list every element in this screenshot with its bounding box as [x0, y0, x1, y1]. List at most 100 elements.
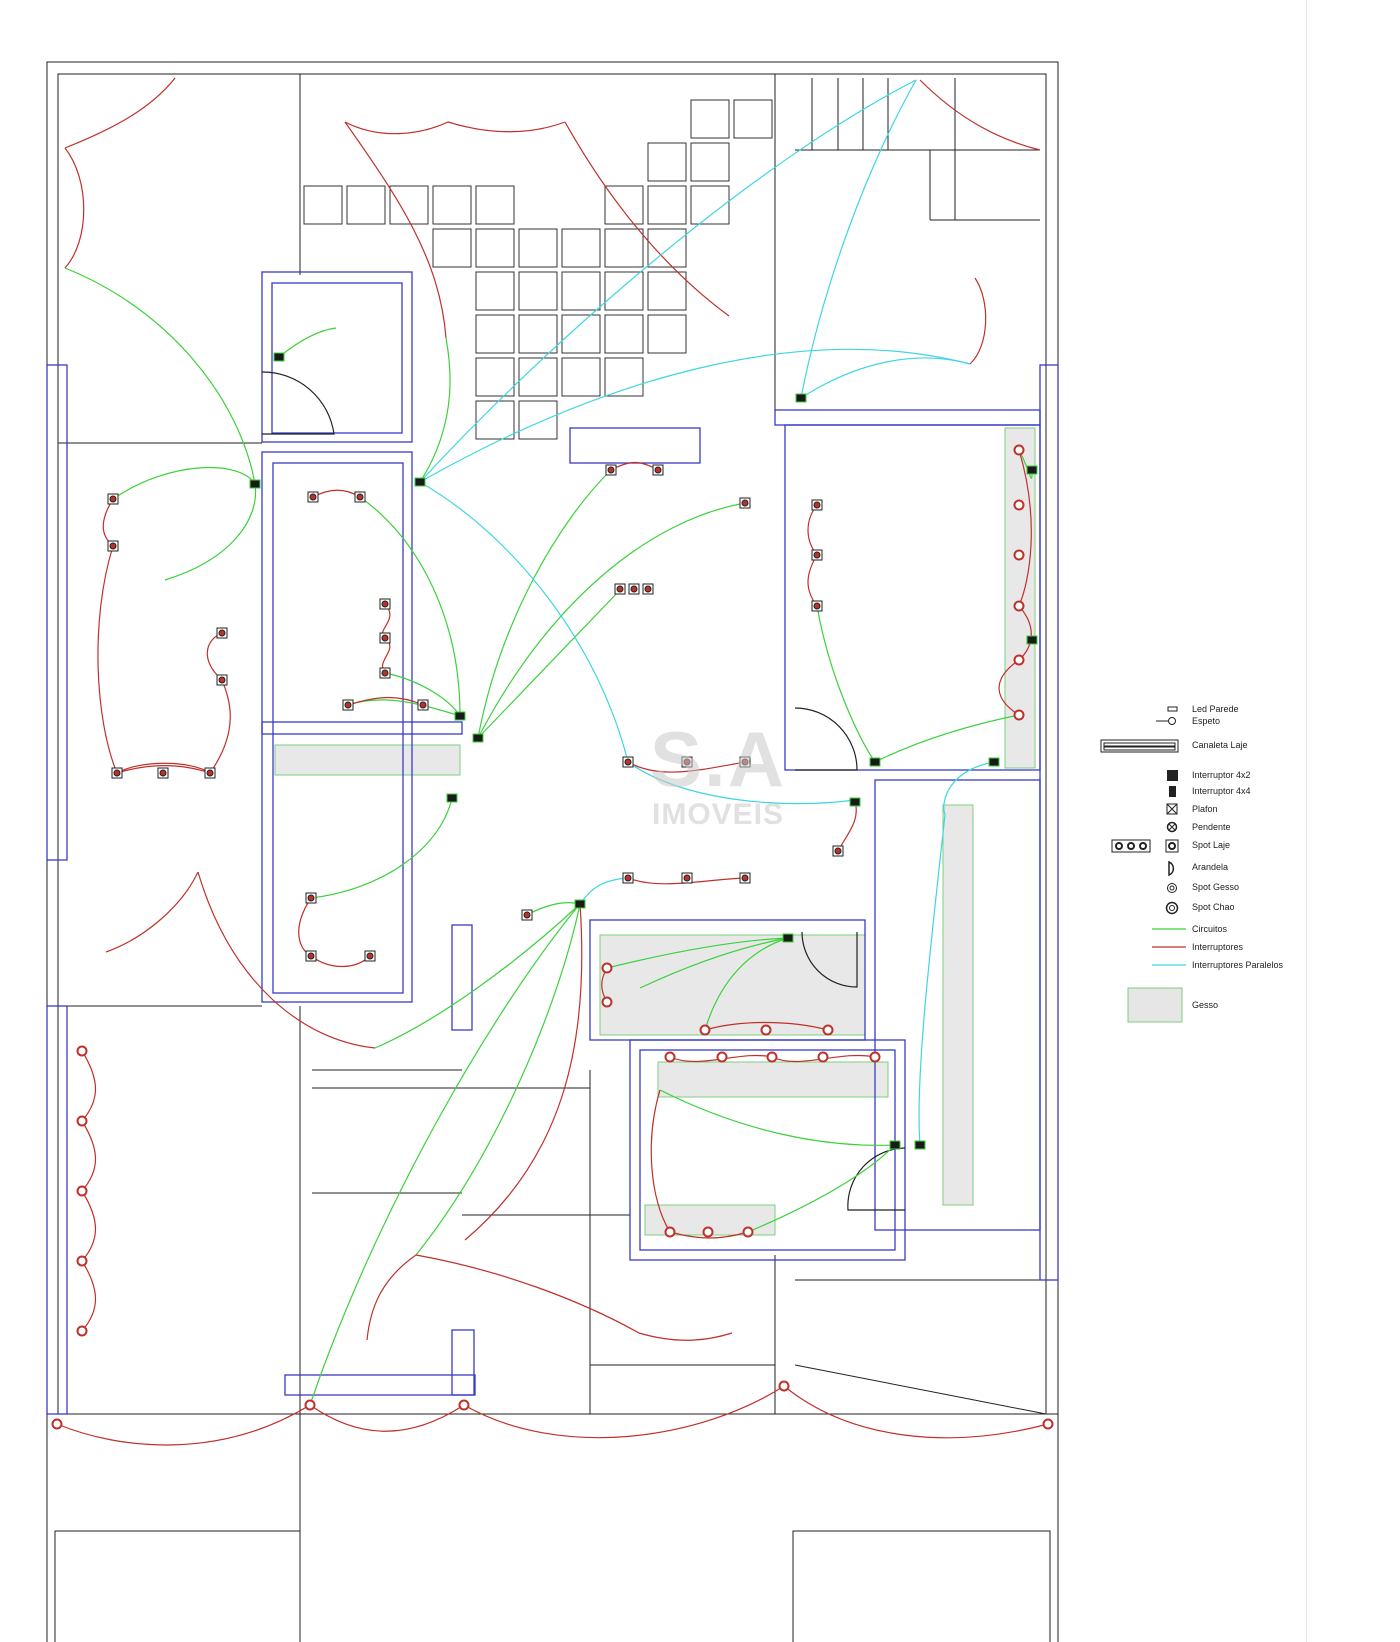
switch-icon [869, 757, 881, 767]
switch-icon [446, 793, 458, 803]
slab-spot-icon [417, 699, 429, 711]
slab-spot-icon [811, 600, 823, 612]
slab-spot-icon [605, 464, 617, 476]
slab-spot-icon [739, 872, 751, 884]
plaster-spot-icon [1167, 883, 1177, 893]
plaster-spot-icon [1013, 600, 1025, 612]
plaster-spot-icon [699, 1024, 711, 1036]
legend-item: Interruptor 4x4 [1100, 786, 1320, 800]
plaster-spot-icon [760, 1024, 772, 1036]
plaster-spot-icon [304, 1399, 316, 1411]
plaster-spot-icon [869, 1051, 881, 1063]
slab-spot-icon [307, 491, 319, 503]
legend-label: Spot Laje [1192, 840, 1231, 850]
slab-spot-icon [364, 950, 376, 962]
floor-tile [389, 185, 429, 225]
cyan-line-icon [1152, 964, 1186, 966]
switch-icon [454, 711, 466, 721]
slab-spot-icon [832, 845, 844, 857]
floor-tile [690, 99, 730, 139]
floor-tile [690, 185, 730, 225]
floor-tile [647, 314, 687, 354]
floor-tile [690, 142, 730, 182]
doors [261, 371, 906, 1211]
floor-tile [303, 185, 343, 225]
floor-tile [647, 271, 687, 311]
plaster-spot-icon [817, 1051, 829, 1063]
plaster-spot-icon [664, 1051, 676, 1063]
switch-icon [249, 479, 261, 489]
plaster-spot-icon [1013, 709, 1025, 721]
red-line-icon [1152, 946, 1186, 948]
floor-tile [475, 185, 515, 225]
plaster-spot-icon [51, 1418, 63, 1430]
parallel-switch-lines [419, 79, 995, 1146]
floor-tiles [303, 99, 773, 440]
slab-spot-icon [111, 767, 123, 779]
slab-spot-icon [305, 950, 317, 962]
floor-tile [518, 271, 558, 311]
legend-label: Plafon [1192, 804, 1218, 814]
slab-spot-icon [811, 549, 823, 561]
floor-tile [518, 314, 558, 354]
plaster-spot-icon [766, 1051, 778, 1063]
legend-item: Pendente [1100, 821, 1320, 836]
legend-label: Interruptor 4x2 [1192, 770, 1251, 780]
floor-tile [561, 228, 601, 268]
watermark-brand: S.A [650, 715, 787, 803]
legend-item: Arandela [1100, 860, 1320, 877]
slab-spot-icon [622, 872, 634, 884]
green-line-icon [1152, 928, 1186, 930]
page-edge [1306, 0, 1307, 1642]
plaster-spot-icon [1042, 1418, 1054, 1430]
switch-icon [889, 1140, 901, 1150]
plaster-spot-icon [716, 1051, 728, 1063]
slab-spot-icon [107, 493, 119, 505]
floor-tile [475, 400, 515, 440]
legend-label: Spot Chao [1192, 902, 1235, 912]
switch-4x4-icon [1169, 786, 1176, 797]
slab-spot-icon [157, 767, 169, 779]
plaster-spot-icon [76, 1045, 88, 1057]
plaster-spot-icon [601, 996, 613, 1008]
legend-item: Interruptores Paralelos [1100, 960, 1320, 974]
floor-tile [518, 228, 558, 268]
floor-tile [604, 314, 644, 354]
legend-item: Gesso [1100, 987, 1320, 1023]
switch-lines [56, 77, 1049, 1446]
pendant-icon [379, 632, 391, 644]
legend-label: Interruptor 4x4 [1192, 786, 1251, 796]
floor-tile [647, 142, 687, 182]
legend-item: Spot Chao [1100, 901, 1320, 916]
legend-label: Espeto [1192, 716, 1221, 726]
switch-icon [273, 352, 285, 362]
slab-spot-icon [739, 497, 751, 509]
legend-label: Interruptores Paralelos [1192, 960, 1284, 970]
floor-tile [561, 314, 601, 354]
floor-tile [432, 185, 472, 225]
led-wall-icon [1167, 706, 1178, 712]
watermark-subtitle: IMOVEIS [652, 798, 785, 831]
plaster-spot-icon [1013, 549, 1025, 561]
plaster-spot-icon [76, 1325, 88, 1337]
slab-spot-triple-icon [642, 583, 654, 595]
slab-spot-icon [216, 674, 228, 686]
plaster-spot-icon [664, 1226, 676, 1238]
floor-tile [346, 185, 386, 225]
legend-item: Led Parede [1100, 704, 1320, 718]
legend-label: Led Parede [1192, 704, 1239, 714]
plaster-spot-icon [1013, 499, 1025, 511]
legend-item: Espeto [1100, 716, 1320, 730]
floor-tile [604, 185, 644, 225]
floor-tile [561, 271, 601, 311]
switch-icon [414, 477, 426, 487]
pendant-icon [1166, 821, 1178, 833]
plaster-spot-icon [458, 1399, 470, 1411]
floor-tile [518, 357, 558, 397]
switch-icon [472, 733, 484, 743]
switch-4x2-icon [1167, 770, 1178, 781]
slab-spot-icon [305, 892, 317, 904]
slab-spot-triple-icon [614, 583, 626, 595]
plaster-spot-icon [822, 1024, 834, 1036]
